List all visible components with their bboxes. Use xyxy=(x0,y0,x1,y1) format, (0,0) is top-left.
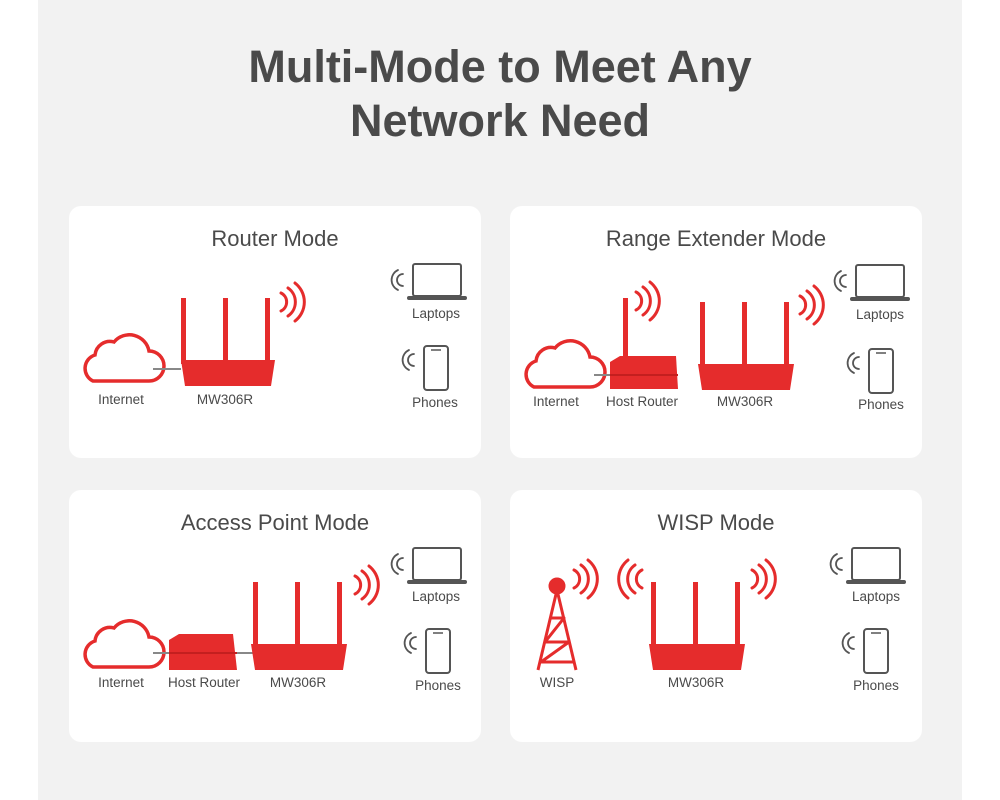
host-router-label: Host Router xyxy=(167,675,241,690)
phones-label: Phones xyxy=(415,678,461,693)
phones-label: Phones xyxy=(858,397,904,412)
router-icon xyxy=(181,298,275,386)
router-icon xyxy=(649,582,745,670)
wifi-waves-icon xyxy=(279,281,306,323)
card-title-access-point-mode: Access Point Mode xyxy=(180,510,370,535)
page-title: Multi-Mode to Meet Any Network Need xyxy=(0,40,1000,148)
card-title-router-mode: Router Mode xyxy=(211,226,339,251)
device-label: MW306R xyxy=(716,394,774,409)
phones-label: Phones xyxy=(412,395,458,410)
router-icon xyxy=(698,302,794,390)
cloud-icon xyxy=(524,339,607,389)
laptops-label: Laptops xyxy=(855,307,905,322)
laptop-icon xyxy=(850,264,910,301)
device-label: MW306R xyxy=(667,675,725,690)
cloud-icon xyxy=(83,619,166,669)
cloud-icon xyxy=(83,333,166,383)
access-point-mode-card: Access Point Mode xyxy=(69,490,481,742)
laptops-label: Laptops xyxy=(411,589,461,604)
wisp-mode-card: WISP Mode xyxy=(510,490,922,742)
host-router-label: Host Router xyxy=(605,394,679,409)
laptop-icon xyxy=(407,263,467,300)
device-label: MW306R xyxy=(269,675,327,690)
title-line-2: Network Need xyxy=(349,95,651,146)
access-point-mode-diagram xyxy=(83,547,467,674)
phone-icon xyxy=(868,348,894,394)
wifi-waves-icon xyxy=(798,284,825,326)
laptop-signal-icon xyxy=(390,269,404,291)
wisp-mode-diagram xyxy=(536,547,906,674)
card-title-wisp-mode: WISP Mode xyxy=(657,510,775,535)
laptops-label: Laptops xyxy=(851,589,901,604)
card-title-range-extender-mode: Range Extender Mode xyxy=(605,226,827,251)
laptop-icon xyxy=(846,547,906,584)
router-mode-diagram xyxy=(83,263,467,391)
tower-signal-icon xyxy=(572,558,599,600)
internet-label: Internet xyxy=(98,392,144,407)
laptop-icon xyxy=(407,547,467,584)
phone-signal-icon xyxy=(846,352,860,374)
phone-signal-icon xyxy=(401,349,415,371)
phone-signal-icon xyxy=(403,632,417,654)
phone-icon xyxy=(423,345,449,391)
host-router-wifi-waves-icon xyxy=(634,280,661,322)
phone-icon xyxy=(425,628,451,674)
laptop-signal-icon xyxy=(833,270,847,292)
phone-icon xyxy=(863,628,889,674)
router-incoming-signal-icon xyxy=(617,558,644,600)
title-line-1: Multi-Mode to Meet Any xyxy=(248,41,752,92)
laptops-label: Laptops xyxy=(411,306,461,321)
internet-label: Internet xyxy=(98,675,144,690)
host-router-icon xyxy=(169,634,237,670)
router-icon xyxy=(251,582,347,670)
range-extender-mode-diagram xyxy=(524,264,910,394)
wisp-label: WISP xyxy=(539,675,575,690)
range-extender-mode-card: Range Extender Mode xyxy=(510,206,922,458)
internet-label: Internet xyxy=(533,394,579,409)
router-mode-card: Router Mode Interne xyxy=(69,206,481,458)
host-router-icon xyxy=(610,298,678,389)
laptop-signal-icon xyxy=(390,553,404,575)
device-label: MW306R xyxy=(196,392,254,407)
wifi-waves-icon xyxy=(750,558,777,600)
phone-signal-icon xyxy=(841,632,855,654)
tower-icon xyxy=(536,577,578,671)
wifi-waves-icon xyxy=(353,564,380,606)
laptop-signal-icon xyxy=(829,553,843,575)
phones-label: Phones xyxy=(853,678,899,693)
